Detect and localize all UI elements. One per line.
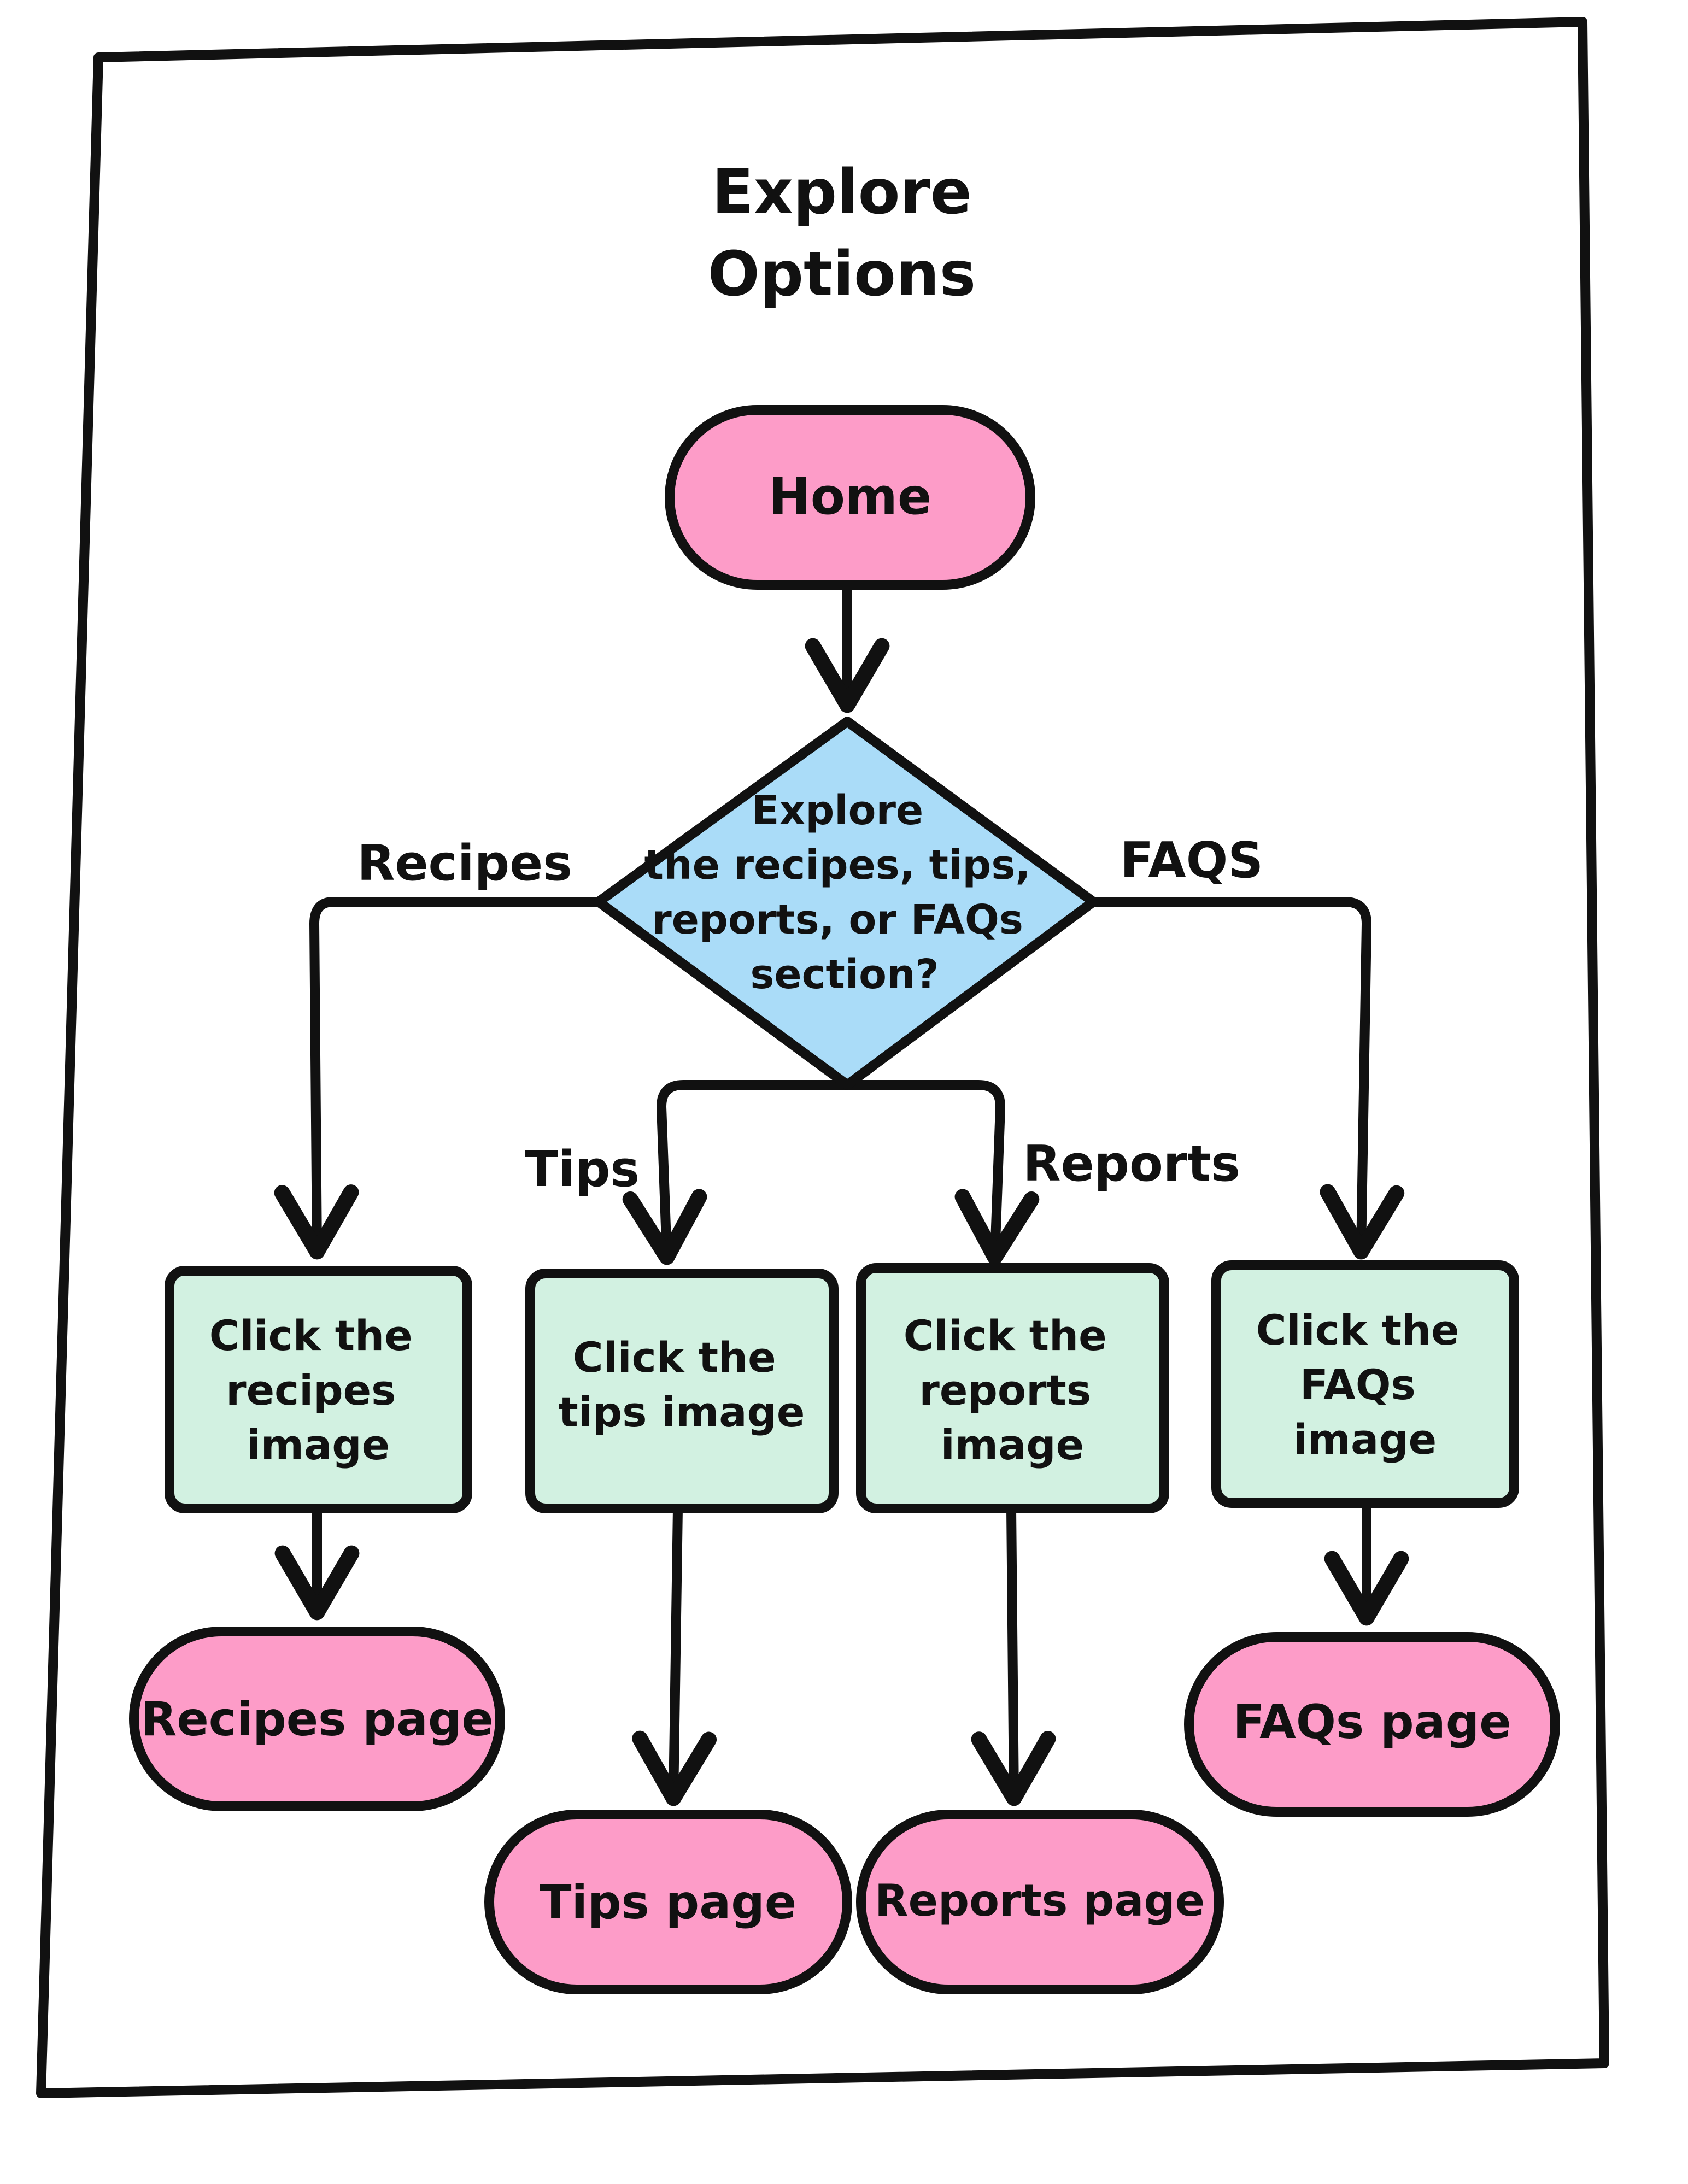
edge-decision-to-click-tips <box>622 1080 852 1265</box>
click-tips-line-1: Click the <box>573 1333 776 1382</box>
edge-click-tips-to-tips-page <box>632 1504 717 1806</box>
reports-page-terminal-shape <box>856 1810 1224 1994</box>
recipes-page-terminal-label: Recipes page <box>140 1692 494 1747</box>
click-reports-line-1: Click the <box>904 1311 1107 1360</box>
decision-diamond: Explore the recipes, tips, reports, or F… <box>594 717 1098 1090</box>
click-faqs-process-shape <box>1211 1260 1519 1508</box>
edge-label-faqs: FAQS <box>1120 832 1263 889</box>
edge-click-reports-to-reports-page <box>971 1504 1056 1806</box>
diagram-title-line2: Options <box>708 239 976 310</box>
click-reports-process: Click the reports image <box>856 1263 1169 1513</box>
click-recipes-line-2: recipes <box>226 1366 396 1414</box>
edge-label-tips: Tips <box>525 1141 640 1198</box>
edge-label-recipes: Recipes <box>357 835 572 892</box>
click-faqs-text: Click the FAQs image <box>1256 1306 1474 1464</box>
tips-page-terminal-label: Tips page <box>540 1875 796 1930</box>
recipes-page-terminal: Recipes page <box>129 1627 505 1811</box>
faqs-page-terminal: FAQs page <box>1184 1632 1560 1817</box>
click-faqs-process: Click the FAQs image <box>1211 1260 1519 1508</box>
click-reports-line-2: reports <box>919 1366 1091 1414</box>
decision-line-4: section? <box>750 951 939 998</box>
edge-decision-to-click-reports <box>842 1080 1040 1265</box>
edge-label-reports: Reports <box>1023 1135 1240 1193</box>
click-faqs-line-1: Click the <box>1256 1306 1460 1354</box>
click-faqs-line-3: image <box>1293 1415 1437 1464</box>
diagram-title-line1: Explore <box>712 157 971 228</box>
home-terminal-label: Home <box>769 467 931 526</box>
reports-page-terminal: Reports page <box>856 1810 1224 1994</box>
click-tips-text: Click the tips image <box>559 1333 805 1436</box>
recipes-page-terminal-shape <box>129 1627 505 1811</box>
click-tips-process-shape <box>525 1269 839 1513</box>
decision-diamond-text: Explore the recipes, tips, reports, or F… <box>644 787 1045 998</box>
click-recipes-line-1: Click the <box>209 1311 413 1360</box>
home-terminal: Home <box>665 405 1035 590</box>
click-recipes-process-shape <box>165 1266 472 1513</box>
edge-decision-to-click-faqs <box>1088 897 1405 1260</box>
decision-diamond-shape <box>594 717 1098 1090</box>
click-recipes-process: Click the recipes image <box>165 1266 472 1513</box>
click-tips-process: Click the tips image <box>525 1269 839 1513</box>
click-faqs-line-2: FAQs <box>1300 1360 1416 1409</box>
faqs-page-terminal-shape <box>1184 1632 1560 1817</box>
click-reports-text: Click the reports image <box>904 1311 1121 1469</box>
edge-decision-to-click-recipes <box>274 897 603 1260</box>
connectors <box>274 580 1409 1806</box>
decision-line-3: reports, or FAQs <box>652 896 1023 943</box>
home-terminal-shape <box>665 405 1035 590</box>
click-reports-line-3: image <box>941 1420 1084 1469</box>
faqs-page-terminal-label: FAQs page <box>1233 1695 1511 1749</box>
decision-line-2: the recipes, tips, <box>644 842 1031 889</box>
click-tips-line-2: tips image <box>559 1388 805 1436</box>
click-recipes-text: Click the recipes image <box>209 1311 427 1469</box>
decision-line-1: Explore <box>752 787 923 834</box>
tips-page-terminal-shape <box>484 1810 852 1994</box>
click-recipes-line-3: image <box>247 1420 390 1469</box>
tips-page-terminal: Tips page <box>484 1810 852 1994</box>
click-reports-process-shape <box>856 1263 1169 1513</box>
reports-page-terminal-label: Reports page <box>875 1875 1205 1926</box>
